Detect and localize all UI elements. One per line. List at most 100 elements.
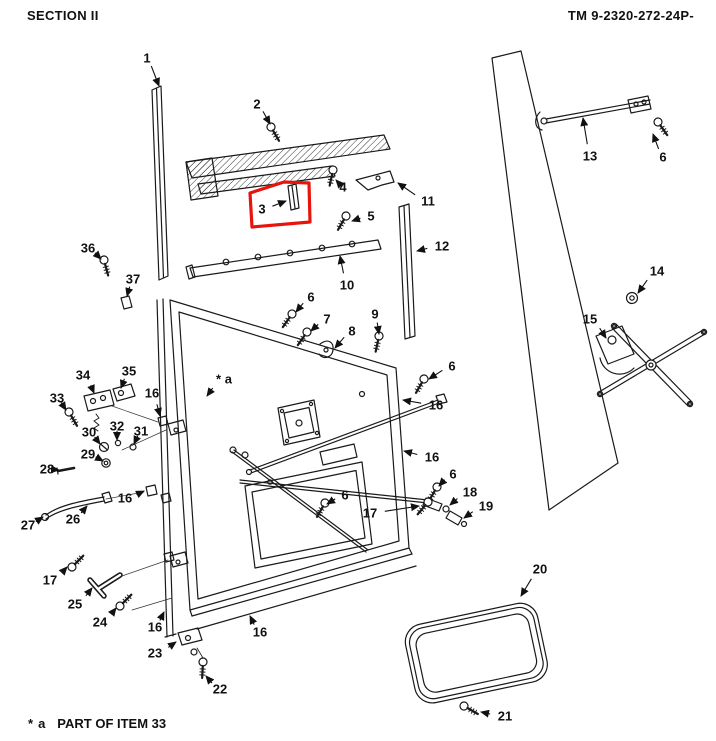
callout-9-15: 9 [371,307,378,322]
callout-29-26: 29 [81,447,95,462]
part-glass-frame [491,50,619,511]
leader-13-7 [580,117,589,145]
callout-8-14: 8 [348,324,355,339]
part-clip-3 [287,183,300,211]
callout-35-19: 35 [122,364,136,379]
leader-16-21 [154,404,162,417]
callout-16-21: 16 [145,386,159,401]
leader-6-12 [295,302,305,313]
callout-17-37: 17 [363,506,377,521]
callout-20-39: 20 [533,562,547,577]
callout-34-18: 34 [76,368,91,383]
callout-6-8: 6 [659,150,666,165]
callout-21-40: 21 [498,709,512,724]
leader-27-28 [34,516,44,525]
callout-16-43: 16 [148,620,162,635]
part-clip-8 [318,340,334,359]
leader-16-33 [403,449,418,457]
leader-17-47 [58,566,68,576]
footnote: * a PART OF ITEM 33 [28,716,166,731]
part-run-strip-12 [398,203,416,340]
callout-12-6: 12 [435,239,449,254]
callout-11-5: 11 [421,194,435,209]
callout-a-22: * a [216,372,233,387]
callout-5-4: 5 [367,209,374,224]
leader-24-45 [107,607,117,617]
callout-1-0: 1 [143,51,150,66]
part-channel-strip-1 [151,85,169,281]
part-bracket-11 [355,170,395,191]
leader-19-36 [463,510,474,519]
part-edge-strip-16 [156,298,177,638]
part-weatherstrip [185,134,391,201]
leader-20-39 [520,578,532,597]
part-door-panel [167,299,417,630]
callout-14-9: 14 [650,264,665,279]
callout-28-27: 28 [40,462,54,477]
callout-37-17: 37 [126,272,140,287]
leader-18-35 [449,496,459,506]
callout-6-38: 6 [341,488,348,503]
leader-16-30 [135,490,145,499]
part-seal-20 [404,602,548,704]
leader-16-32 [402,397,422,406]
callout-33-20: 33 [50,391,64,406]
callout-24-45: 24 [93,615,108,630]
footnote-letter: a [38,716,46,731]
part-retainer-bar-10 [185,239,382,280]
callout-23-42: 23 [148,646,162,661]
section-label: SECTION II [27,8,99,23]
callout-25-46: 25 [68,597,82,612]
callout-30-23: 30 [82,425,96,440]
leader-9-15 [373,322,382,335]
callout-10-11: 10 [340,278,354,293]
callout-7-13: 7 [323,312,330,327]
part-regulator-15 [595,322,708,408]
callout-15-10: 15 [583,312,597,327]
leader-34-18 [87,384,95,394]
exploded-view-artwork [40,50,708,719]
leader-17-37 [384,503,420,512]
callout-3-2: 3 [258,202,265,217]
callout-6-34: 6 [449,467,456,482]
leader-21-40 [480,709,491,718]
part-left-hardware [40,295,158,522]
leader-11-5 [397,182,416,196]
leader-23-42 [167,641,177,650]
callout-32-24: 32 [110,419,124,434]
leader-6-38 [326,496,336,505]
callout-18-35: 18 [463,485,477,500]
leader-6-34 [438,477,448,487]
part-handle-25 [87,572,123,599]
leader-31-25 [133,435,141,445]
leader-4-3 [335,179,345,189]
callout-16-33: 16 [425,450,439,465]
callout-6-12: 6 [307,290,314,305]
part-linkage-rods [231,393,468,553]
leader-25-46 [83,587,93,597]
leader-26-29 [78,505,88,515]
leader-5-4 [351,214,361,223]
callout-4-3: 4 [339,180,347,195]
leader-2-1 [262,111,271,125]
callout-22-41: 22 [213,682,227,697]
callout-13-7: 13 [583,149,597,164]
footnote-marker: * [28,716,34,731]
leader-3-2 [272,200,287,208]
tm-number: TM 9-2320-272-24P- [567,8,694,23]
callout-27-28: 27 [21,518,35,533]
footnote-text: PART OF ITEM 33 [57,716,167,731]
leader-16-43 [156,611,165,621]
leader-15-10 [598,327,607,339]
leader-8-14 [334,336,345,349]
callout-17-47: 17 [43,573,57,588]
leader-36-16 [92,250,102,260]
leader-16-44 [249,615,258,625]
callout-36-16: 36 [81,241,95,256]
part-washer-14 [625,291,639,305]
callout-19-36: 19 [479,499,493,514]
callout-16-30: 16 [118,491,132,506]
